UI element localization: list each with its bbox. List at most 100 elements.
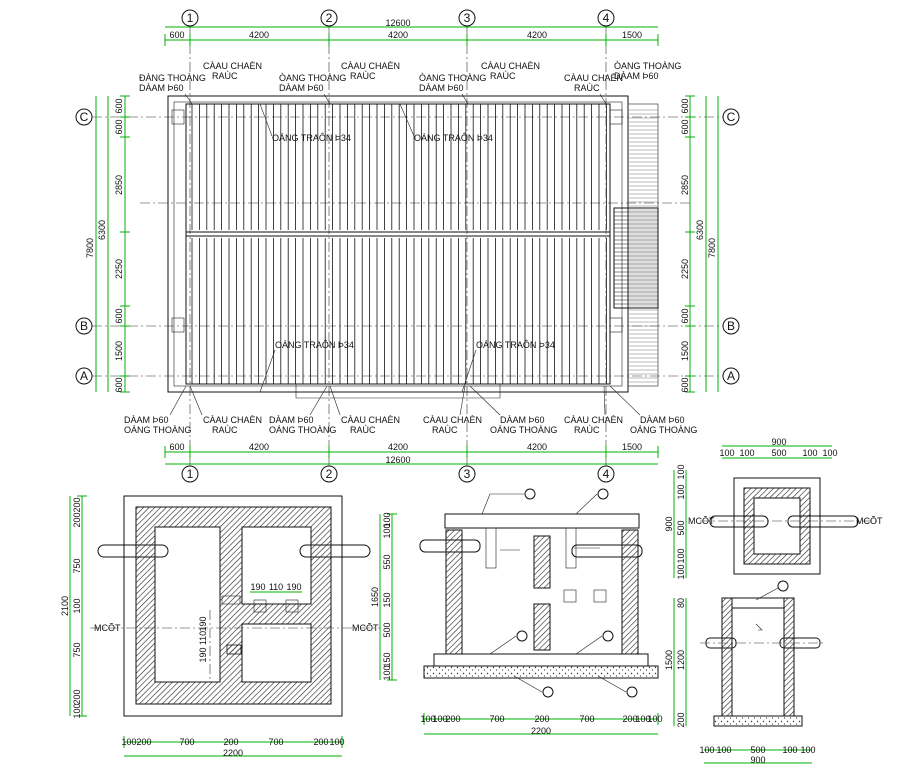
svg-text:4200: 4200 <box>527 442 547 452</box>
svg-text:1500: 1500 <box>622 30 642 40</box>
svg-text:100: 100 <box>72 703 82 718</box>
svg-text:100: 100 <box>676 564 686 579</box>
svg-text:100: 100 <box>647 714 662 724</box>
svg-text:DÀAM Þ60: DÀAM Þ60 <box>640 415 685 425</box>
svg-text:RAÙC: RAÙC <box>574 83 600 93</box>
svg-text:600: 600 <box>114 119 124 134</box>
svg-text:600: 600 <box>169 30 184 40</box>
manhole-section: 80 1200 200 1500 100 100 500 100 100 900 <box>664 580 826 765</box>
svg-text:100: 100 <box>72 598 82 613</box>
svg-text:2200: 2200 <box>223 748 243 758</box>
svg-text:100: 100 <box>719 448 734 458</box>
svg-text:2850: 2850 <box>114 175 124 195</box>
svg-text:ÒANG THOÀNG: ÒANG THOÀNG <box>614 61 681 71</box>
svg-text:OÁNG TRAÔN Þ34: OÁNG TRAÔN Þ34 <box>476 340 555 350</box>
axis-bubble-1-bottom: 1 <box>181 465 199 483</box>
svg-text:2850: 2850 <box>680 175 690 195</box>
svg-text:1200: 1200 <box>676 650 686 670</box>
svg-text:OÁNG THOÀNG: OÁNG THOÀNG <box>124 425 191 435</box>
svg-text:200: 200 <box>676 712 686 727</box>
svg-text:OÁNG THOÀNG: OÁNG THOÀNG <box>490 425 557 435</box>
svg-text:750: 750 <box>72 642 82 657</box>
svg-text:600: 600 <box>680 98 690 113</box>
svg-text:100: 100 <box>382 512 392 527</box>
svg-text:100: 100 <box>716 745 731 755</box>
svg-text:600: 600 <box>680 119 690 134</box>
svg-text:4200: 4200 <box>388 442 408 452</box>
grating-field <box>185 103 611 385</box>
svg-text:12600: 12600 <box>385 18 410 28</box>
svg-text:RAÙC: RAÙC <box>212 71 238 81</box>
axis-bubble-4-bottom: 4 <box>597 465 615 483</box>
svg-text:500: 500 <box>750 745 765 755</box>
svg-text:A: A <box>727 369 735 383</box>
svg-text:100: 100 <box>800 745 815 755</box>
svg-text:CÀAU CHAÈN: CÀAU CHAÈN <box>423 415 482 425</box>
outlet-pipe <box>299 544 371 558</box>
svg-text:190: 190 <box>198 647 208 662</box>
svg-text:7800: 7800 <box>85 238 95 258</box>
svg-text:ÒANG THOÀNG: ÒANG THOÀNG <box>419 73 486 83</box>
tank-walls <box>135 506 332 705</box>
svg-text:700: 700 <box>579 714 594 724</box>
axis-bubble-3-bottom: 3 <box>458 465 476 483</box>
svg-text:500: 500 <box>771 448 786 458</box>
gravel-base <box>423 665 659 679</box>
svg-text:C: C <box>80 110 89 124</box>
svg-text:OÁNG TRAÔN Þ34: OÁNG TRAÔN Þ34 <box>414 133 493 143</box>
bottom-labels: DÀAM Þ60 OÁNG THOÀNG CÀAU CHAÈN RAÙC DÀA… <box>124 385 697 435</box>
dimension-right: 600 600 2850 2250 600 1500 600 6300 7800 <box>680 95 719 393</box>
svg-text:600: 600 <box>114 98 124 113</box>
svg-text:DÀAM Þ60: DÀAM Þ60 <box>139 83 184 93</box>
svg-text:7800: 7800 <box>707 238 717 258</box>
svg-text:2250: 2250 <box>680 259 690 279</box>
svg-text:100: 100 <box>676 484 686 499</box>
svg-text:CÀAU CHAÈN: CÀAU CHAÈN <box>564 73 623 83</box>
svg-text:1500: 1500 <box>680 341 690 361</box>
svg-text:DÀAM Þ60: DÀAM Þ60 <box>614 71 659 81</box>
outer-wall <box>167 95 629 393</box>
svg-text:100: 100 <box>420 714 435 724</box>
svg-text:500: 500 <box>676 520 686 535</box>
svg-text:200: 200 <box>534 714 549 724</box>
manhole-plan: MCÕT MCÕT 900 100 100 500 100 100 100 10… <box>664 437 883 580</box>
pipe-labels: OÁNG TRAÔN Þ34 OÁNG TRAÔN Þ34 OÁNG TRAÔN… <box>259 103 555 393</box>
svg-text:900: 900 <box>664 516 674 531</box>
svg-text:100: 100 <box>635 714 650 724</box>
grating-bars <box>191 104 607 384</box>
svg-text:150: 150 <box>382 592 392 607</box>
axis-bubble-b-right: B <box>722 317 740 335</box>
svg-text:DÀAM Þ60: DÀAM Þ60 <box>279 83 324 93</box>
svg-text:1500: 1500 <box>114 341 124 361</box>
svg-text:100: 100 <box>432 714 447 724</box>
svg-text:110: 110 <box>198 631 208 645</box>
svg-text:A: A <box>80 369 88 383</box>
svg-text:1650: 1650 <box>370 587 380 607</box>
svg-text:B: B <box>727 319 735 333</box>
svg-text:C: C <box>727 110 736 124</box>
svg-text:100: 100 <box>822 448 837 458</box>
dimension-bottom: 600 4200 4200 4200 1500 12600 <box>164 442 659 465</box>
axis-bubble-2-bottom: 2 <box>320 465 338 483</box>
svg-text:3: 3 <box>464 11 471 25</box>
svg-text:CÀAU CHAÈN: CÀAU CHAÈN <box>341 415 400 425</box>
axis-bubble-1: 1 <box>181 9 199 27</box>
svg-text:2: 2 <box>326 467 333 481</box>
svg-text:600: 600 <box>169 442 184 452</box>
svg-text:3: 3 <box>464 467 471 481</box>
svg-text:100: 100 <box>382 665 392 680</box>
axis-bubble-2: 2 <box>320 9 338 27</box>
svg-text:4200: 4200 <box>527 30 547 40</box>
axis-bubble-a-left: A <box>75 367 93 385</box>
axis-bubble-3: 3 <box>458 9 476 27</box>
svg-text:200: 200 <box>313 737 328 747</box>
svg-text:1500: 1500 <box>622 442 642 452</box>
axis-bubble-4: 4 <box>597 9 615 27</box>
svg-text:MCÕT: MCÕT <box>856 516 883 526</box>
svg-text:OÁNG THOÀNG: OÁNG THOÀNG <box>630 425 697 435</box>
svg-text:200: 200 <box>445 714 460 724</box>
axis-bubble-b-left: B <box>75 317 93 335</box>
svg-text:100: 100 <box>739 448 754 458</box>
svg-text:600: 600 <box>114 308 124 323</box>
